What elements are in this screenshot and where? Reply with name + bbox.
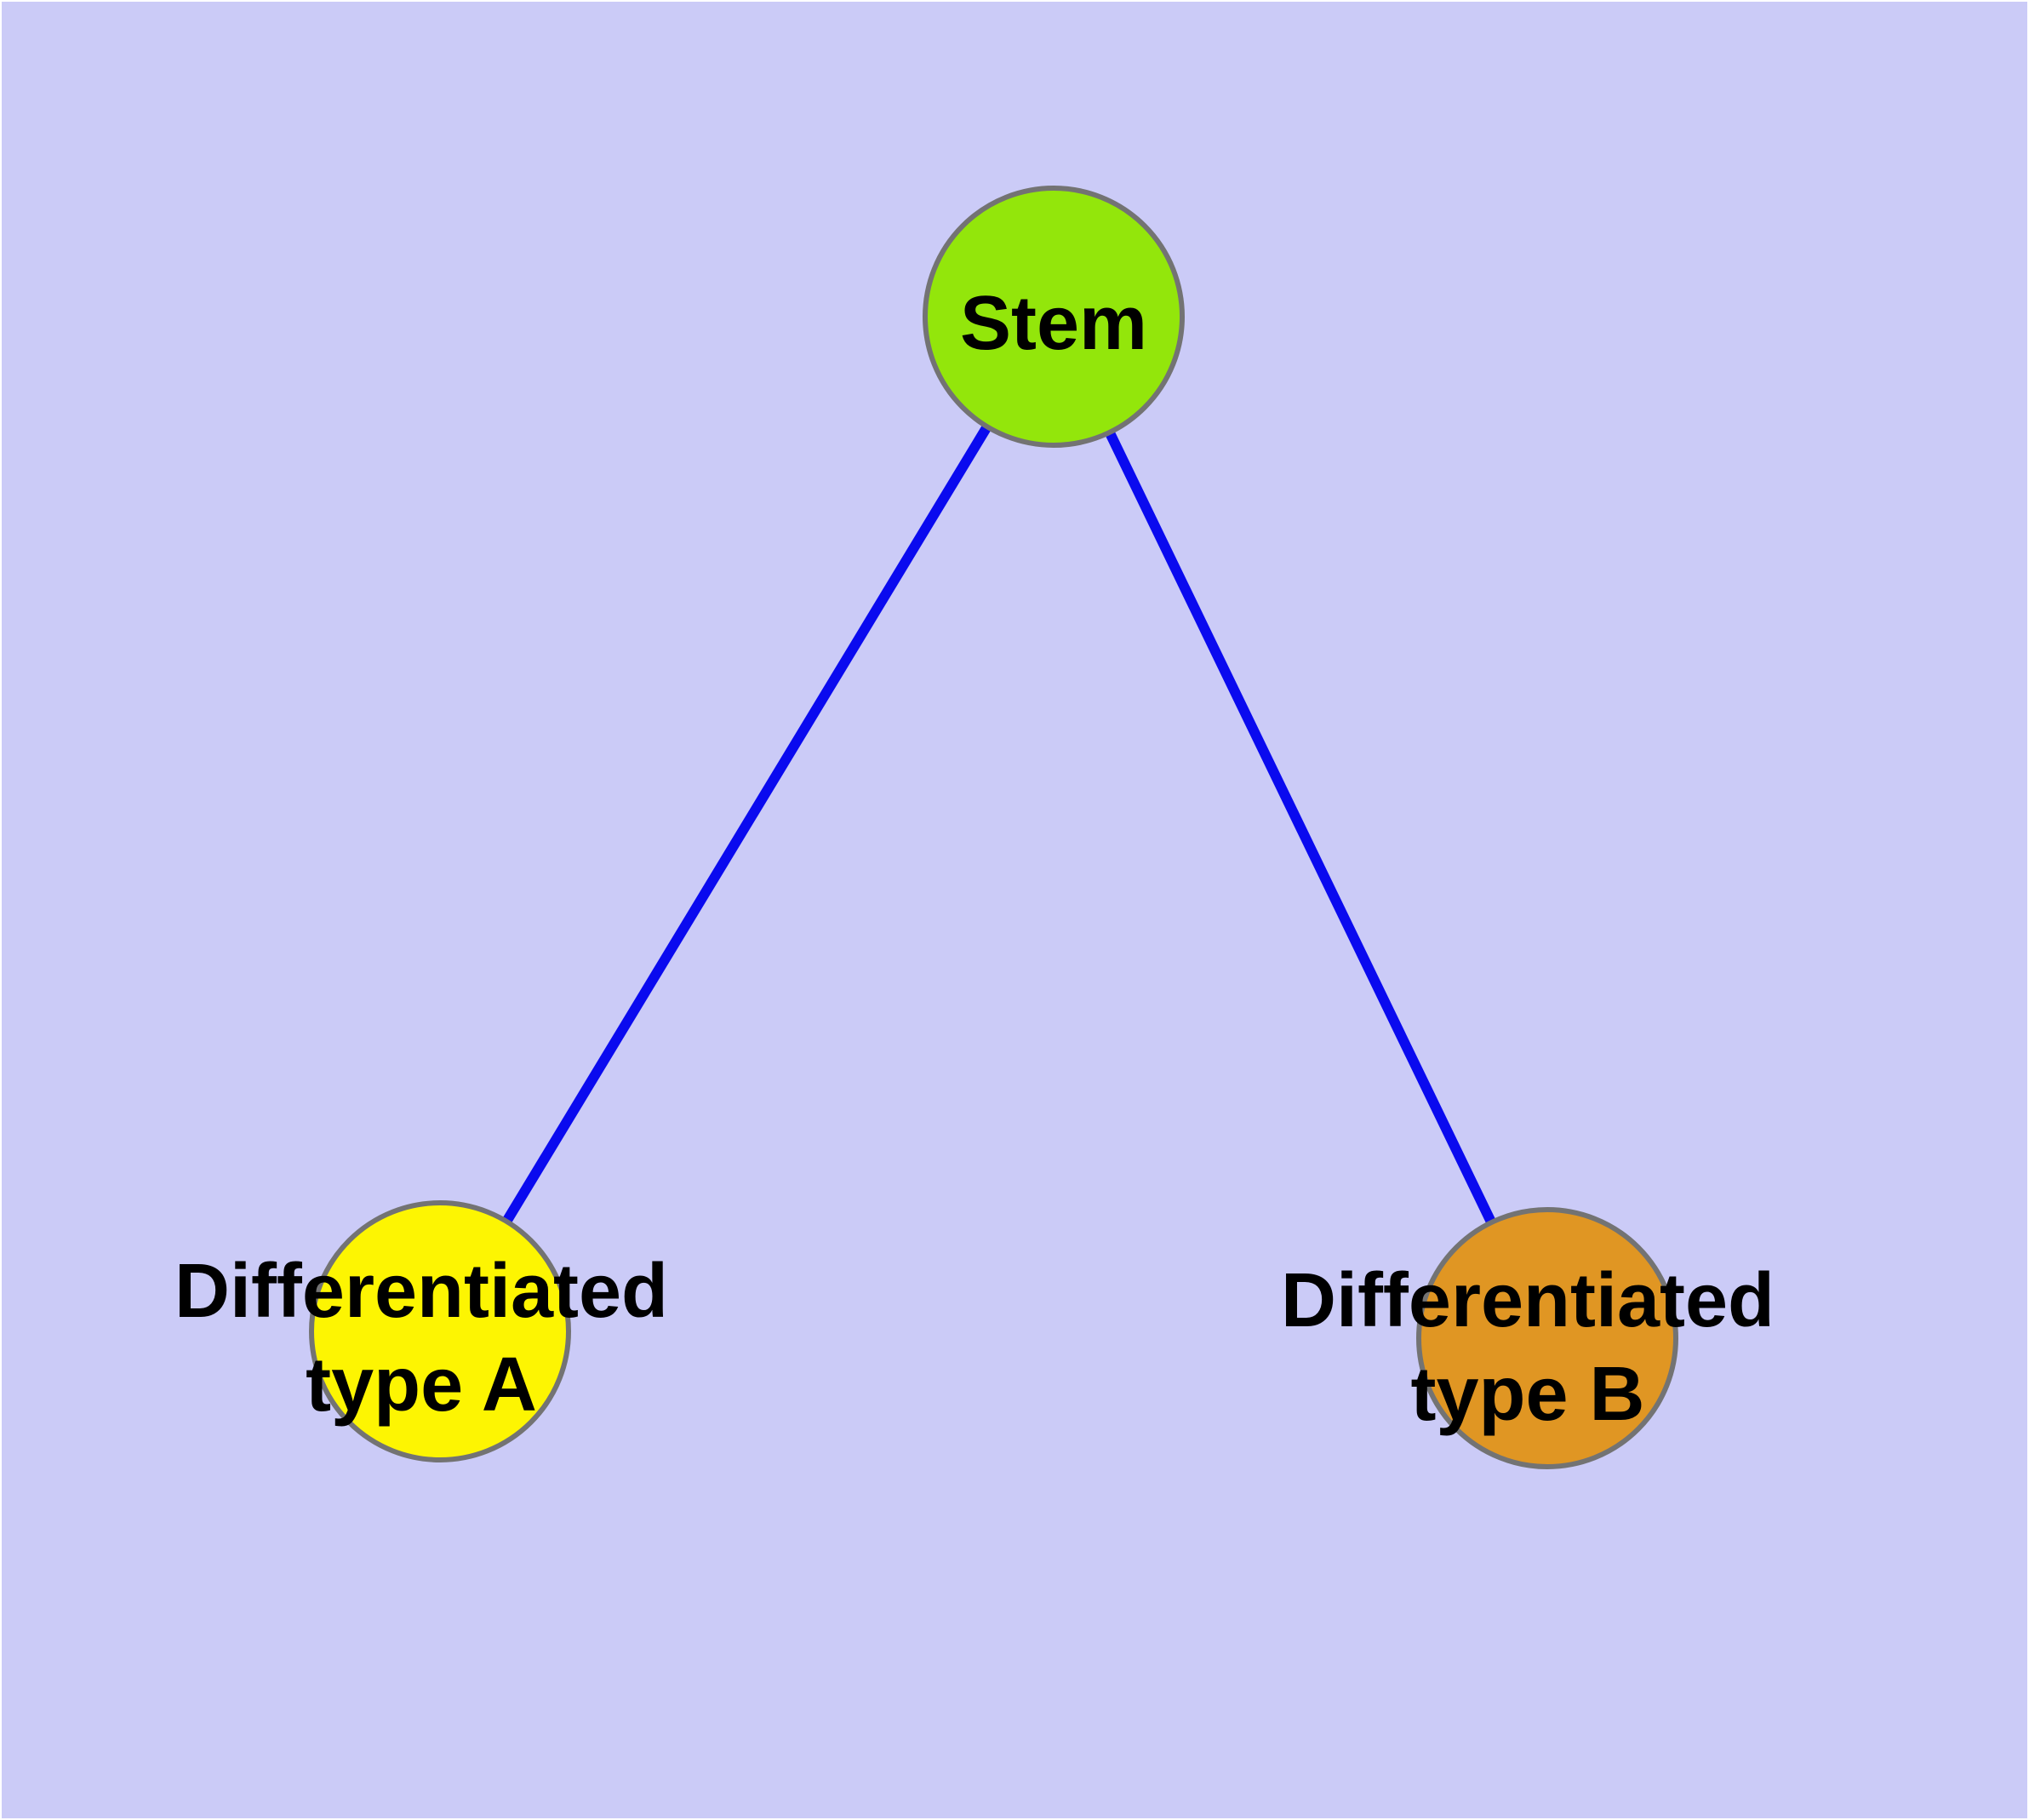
node-stem-circle	[923, 186, 1185, 448]
node-type-b-label-line1: Differentiated	[1281, 1258, 1775, 1343]
node-type-a-circle	[309, 1200, 571, 1462]
edge-stem-to-type-a	[435, 313, 1059, 1335]
node-type-b-label-line2: type B	[1410, 1352, 1644, 1437]
edge-stem-to-type-b	[1049, 314, 1552, 1341]
node-type-a-label-line2: type A	[306, 1342, 537, 1428]
node-stem-label: Stem	[960, 281, 1147, 366]
node-type-a-label-line1: Differentiated	[174, 1249, 668, 1334]
node-type-b-circle	[1416, 1207, 1678, 1469]
